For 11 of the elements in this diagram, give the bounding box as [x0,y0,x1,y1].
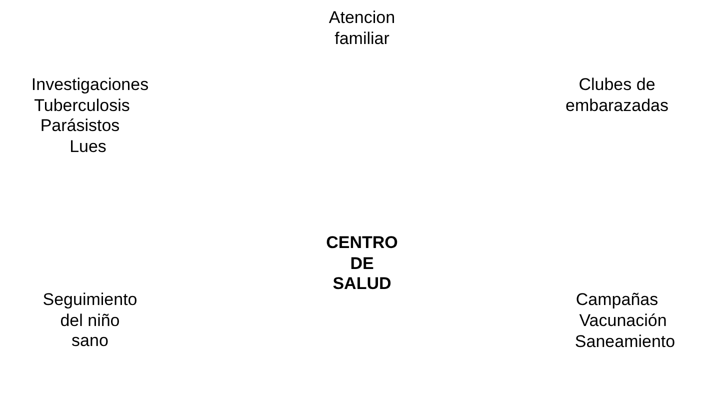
topic-label: Clubes de embarazadas [566,75,668,116]
center-title: CENTRO DE SALUD [326,233,398,294]
topic-heading: Investigaciones [31,75,149,96]
topic-label: Atencion familiar [328,8,396,49]
topic-label: Seguimiento del niño sano [42,290,138,352]
topic-heading: Campañas [576,290,658,310]
topic-item: Lues [70,137,106,158]
topic-item: Tuberculosis [34,96,130,116]
topic-item: Parásistos [40,116,120,136]
topic-item: Vacunación [579,311,667,332]
topic-item: Saneamiento [574,332,676,352]
